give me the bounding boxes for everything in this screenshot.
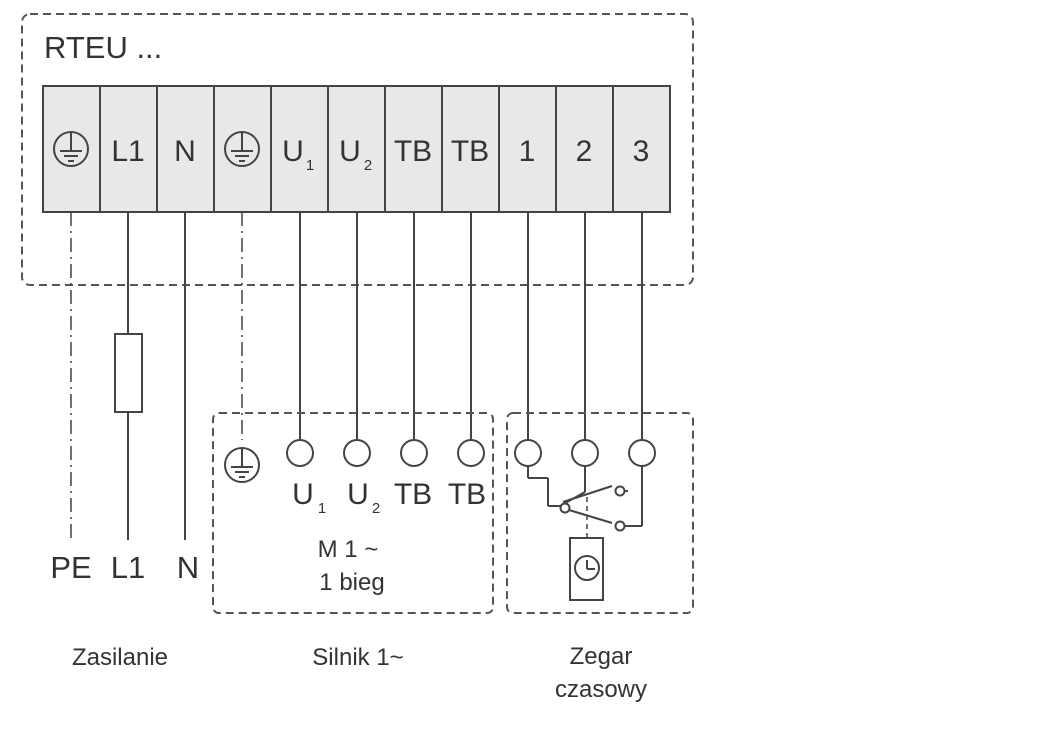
motor-caption: Silnik 1~ (312, 644, 403, 671)
changeover-switch-symbol (527, 466, 643, 538)
motor-label-u2: U (347, 478, 369, 511)
terminal-cell-u2 (327, 85, 386, 213)
terminal-label-tb-b: TB (451, 135, 489, 168)
timer-caption-line1: Zegar (570, 643, 633, 670)
timer-box (506, 412, 694, 614)
terminal-label-1: 1 (519, 135, 536, 168)
clock-icon (574, 555, 600, 581)
motor-label-tb-a: TB (394, 478, 432, 511)
timer-node-1 (514, 439, 542, 467)
supply-caption: Zasilanie (72, 644, 168, 671)
terminal-label-n: N (174, 135, 196, 168)
terminal-cell-tb-b (441, 85, 500, 213)
terminal-cell-1 (498, 85, 557, 213)
motor-sub-u2: 2 (372, 500, 380, 517)
supply-label-l1: L1 (111, 550, 145, 585)
terminal-label-u1: U (282, 135, 304, 168)
timer-caption-line2: czasowy (555, 676, 647, 703)
terminal-label-l1: L1 (111, 135, 144, 168)
terminal-sub-u1: 1 (306, 157, 314, 174)
terminal-label-u2: U (339, 135, 361, 168)
fuse-symbol (114, 333, 143, 413)
motor-sub-u1: 1 (318, 500, 326, 517)
terminal-cell-tb-a (384, 85, 443, 213)
motor-type-line2: 1 bieg (319, 569, 384, 596)
controller-title: RTEU ... (44, 30, 162, 65)
terminal-label-2: 2 (576, 135, 593, 168)
motor-node-u2 (343, 439, 371, 467)
motor-node-tb-b (457, 439, 485, 467)
terminal-sub-u2: 2 (364, 157, 372, 174)
supply-label-n: N (177, 550, 199, 585)
timer-node-3 (628, 439, 656, 467)
supply-label-pe: PE (50, 550, 91, 585)
terminal-cell-3 (612, 85, 671, 213)
terminal-label-tb-a: TB (394, 135, 432, 168)
motor-node-tb-a (400, 439, 428, 467)
motor-box (212, 412, 494, 614)
motor-type-line1: M 1 ~ (318, 536, 379, 563)
motor-label-tb-b: TB (448, 478, 486, 511)
timer-node-2 (571, 439, 599, 467)
ground-icon (224, 447, 260, 483)
ground-icon (53, 131, 89, 167)
terminal-label-3: 3 (633, 135, 650, 168)
motor-label-u1: U (292, 478, 314, 511)
motor-node-u1 (286, 439, 314, 467)
ground-icon (224, 131, 260, 167)
